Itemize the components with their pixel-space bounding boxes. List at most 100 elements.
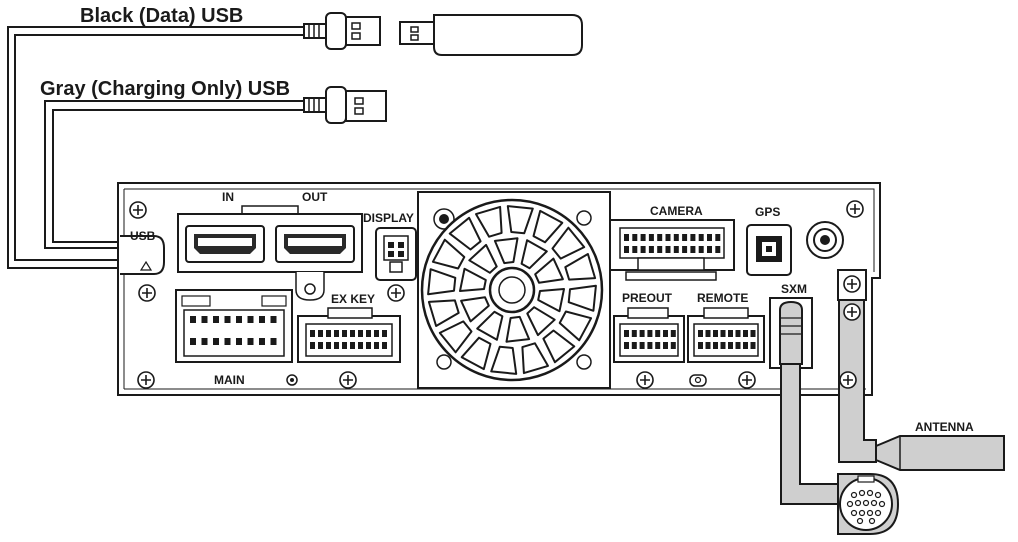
main-label: MAIN <box>214 373 245 387</box>
din-plug-pins <box>846 489 886 525</box>
fan-slot <box>537 288 565 313</box>
fan-slot <box>460 336 492 371</box>
preout-pins <box>624 330 676 349</box>
fan-slot <box>476 310 504 341</box>
fan-slot <box>520 239 548 270</box>
connector-pin <box>665 234 671 241</box>
screw-icon <box>843 303 861 321</box>
connector-pin <box>750 330 756 337</box>
connector-pin <box>639 330 645 337</box>
connector-pin <box>201 316 208 323</box>
connector-pin <box>374 342 379 349</box>
fan-slot <box>468 243 498 274</box>
screw-icon <box>339 371 357 389</box>
fan-slot <box>521 342 549 375</box>
din-pin <box>862 499 870 507</box>
connector-pin <box>358 342 363 349</box>
ex-key-connector <box>297 307 401 363</box>
connector-pin <box>698 246 704 253</box>
remote-connector <box>687 307 765 363</box>
din-pin <box>858 509 866 517</box>
usb-port <box>120 235 165 275</box>
connector-pin <box>698 234 704 241</box>
connector-pin <box>698 342 703 349</box>
din-pin <box>866 489 874 497</box>
usb-flash-drive <box>399 14 583 56</box>
connector-pin <box>728 330 733 337</box>
connector-pin <box>663 342 668 349</box>
connector-pin <box>735 342 741 349</box>
connector-pin <box>655 330 661 337</box>
connector-pin <box>647 342 653 349</box>
connector-pin <box>720 342 726 349</box>
fan-slot <box>448 216 482 251</box>
connector-pin <box>648 246 654 253</box>
screw-icon <box>137 371 155 389</box>
connector-pin <box>624 234 629 241</box>
connector-pin <box>640 234 646 241</box>
ex-key-pins <box>310 330 387 349</box>
fan-blades <box>427 205 597 375</box>
fan-slot <box>493 237 519 265</box>
screw-icons <box>129 200 864 389</box>
hdmi-ports <box>177 205 363 301</box>
camera-label: CAMERA <box>650 204 703 218</box>
connector-pin <box>670 342 676 349</box>
connector-pin <box>663 330 668 337</box>
din-pin <box>866 509 874 517</box>
din-pin <box>854 499 862 507</box>
connector-pin <box>728 342 733 349</box>
connector-pin <box>639 342 645 349</box>
connector-pin <box>366 330 371 337</box>
connector-pin <box>201 338 208 345</box>
din-pin <box>878 500 886 508</box>
connector-pin <box>334 342 339 349</box>
connector-pin <box>743 342 748 349</box>
black-usb-label: Black (Data) USB <box>80 5 243 27</box>
connector-pin <box>713 330 718 337</box>
connector-pin <box>657 234 663 241</box>
connector-pin <box>624 330 629 337</box>
display-label: DISPLAY <box>363 211 414 225</box>
gps-label: GPS <box>755 205 780 219</box>
fan-slot <box>427 268 457 296</box>
main-connector <box>175 289 293 363</box>
connector-pin <box>673 234 679 241</box>
fan-slot <box>564 253 597 281</box>
black-usb-plug <box>303 12 381 50</box>
connector-pin <box>624 246 629 253</box>
connector-pin <box>705 330 711 337</box>
connector-pin <box>673 246 679 253</box>
gray-usb-plug <box>303 86 387 124</box>
fan-slot <box>460 296 490 323</box>
connector-pin <box>682 246 688 253</box>
connector-pin <box>259 316 265 323</box>
connector-pin <box>366 342 371 349</box>
connector-pin <box>259 338 265 345</box>
fan-slot <box>475 205 503 238</box>
antenna-plug <box>875 435 1005 471</box>
fan-slot <box>459 267 487 292</box>
din-pin <box>850 491 858 499</box>
display-connector <box>375 227 417 281</box>
connector-pin <box>670 330 676 337</box>
gray-usb-label: Gray (Charging Only) USB <box>40 78 290 100</box>
ex-key-label: EX KEY <box>331 292 375 306</box>
connector-pin <box>326 342 331 349</box>
connector-pin <box>190 338 196 345</box>
connector-pin <box>213 316 219 323</box>
sxm-cable <box>769 297 839 505</box>
usb-port-label: USB <box>130 229 156 243</box>
connector-pin <box>213 338 219 345</box>
fan-slot <box>558 310 593 342</box>
remote-label: REMOTE <box>697 291 748 305</box>
hdmi-in-label: IN <box>222 190 234 204</box>
connector-pin <box>715 234 721 241</box>
fan-slot <box>505 315 531 343</box>
connector-pin <box>665 246 671 253</box>
fan-slot <box>431 238 466 270</box>
connector-pin <box>350 330 355 337</box>
connector-pin <box>326 330 331 337</box>
